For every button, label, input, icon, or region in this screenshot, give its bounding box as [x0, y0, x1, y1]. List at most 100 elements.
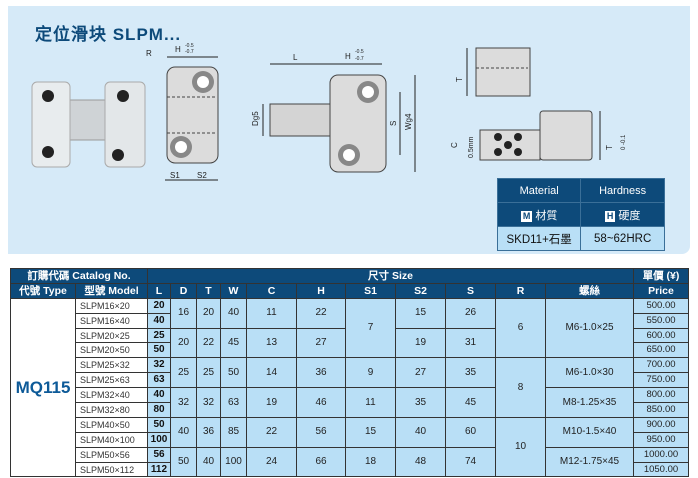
l-cell: 63 [147, 372, 171, 389]
column-header-10: 螺絲 [545, 282, 634, 299]
price-cell: 1050.00 [633, 461, 689, 478]
c-cell: 24 [246, 446, 297, 478]
d-cell: 50 [170, 446, 197, 478]
material-badge: M [520, 210, 533, 222]
drawing-end-views: T T 0 -0.1 C 0.5mm [450, 47, 627, 161]
w-cell: 63 [220, 387, 247, 418]
drawing-side-view: H -0.5 -0.7 R S1 S2 [146, 43, 219, 181]
hardness-value: 58~62HRC [580, 226, 665, 251]
catalog-header: 訂購代碼 Catalog No. [10, 268, 148, 284]
s2-cell: 40 [395, 416, 446, 448]
hardness-badge: H [604, 210, 616, 222]
l-cell: 112 [147, 461, 171, 478]
w-cell: 85 [220, 416, 247, 448]
screw-cell: M10-1.5×40 [545, 416, 634, 448]
column-header-2: T [196, 282, 221, 299]
d-cell: 40 [170, 416, 197, 448]
label-C-offset: 0.5mm [468, 136, 475, 158]
c-cell: 14 [246, 357, 297, 389]
l-cell: 50 [147, 416, 171, 433]
type-code: MQ115 [10, 297, 76, 478]
s2-cell: 15 [395, 297, 446, 329]
column-header-7: S2 [395, 282, 446, 299]
r-cell: 8 [495, 357, 546, 418]
s-cell: 45 [445, 387, 496, 418]
s1-cell: 18 [345, 446, 396, 478]
label-Dg5: Dg5 [251, 111, 260, 126]
t-cell: 20 [196, 297, 221, 329]
model-cell: SLPM20×50 [75, 342, 148, 359]
r-cell: 10 [495, 416, 546, 478]
t-cell: 36 [196, 416, 221, 448]
s-cell: 60 [445, 416, 496, 448]
c-cell: 13 [246, 327, 297, 359]
label-L: L [293, 53, 298, 62]
label-T-end: T [605, 145, 614, 150]
price-cell: 900.00 [633, 416, 689, 433]
price-cell: 500.00 [633, 297, 689, 314]
s-cell: 26 [445, 297, 496, 329]
model-cell: SLPM32×40 [75, 387, 148, 404]
s2-cell: 35 [395, 387, 446, 418]
model-cell: SLPM25×63 [75, 372, 148, 389]
label-T: T [455, 77, 464, 82]
label-C: C [450, 142, 459, 148]
s1-cell: 7 [345, 297, 396, 359]
s2-cell: 48 [395, 446, 446, 478]
model-cell: SLPM50×56 [75, 446, 148, 463]
model-cell: SLPM25×32 [75, 357, 148, 374]
model-cell: SLPM40×50 [75, 416, 148, 433]
w-cell: 100 [220, 446, 247, 478]
w-cell: 45 [220, 327, 247, 359]
s1-cell: 11 [345, 387, 396, 418]
label-H-top-tol-lower: -0.7 [355, 56, 364, 62]
h-cell: 27 [296, 327, 346, 359]
label-H: H [175, 45, 181, 54]
screw-cell: M8-1.25×35 [545, 387, 634, 418]
drawing-top-view: L H -0.5 -0.7 Dg5 S Wg4 [251, 49, 416, 173]
price-cell: 850.00 [633, 402, 689, 418]
d-cell: 16 [170, 297, 197, 329]
product-photo [31, 81, 146, 168]
s1-cell: 15 [345, 416, 396, 448]
label-S2: S2 [197, 171, 207, 180]
column-header-9: R [495, 282, 546, 299]
c-cell: 11 [246, 297, 297, 329]
screw-cell: M12-1.75×45 [545, 446, 634, 478]
t-cell: 40 [196, 446, 221, 478]
l-cell: 32 [147, 357, 171, 374]
h-cell: 46 [296, 387, 346, 418]
label-T-tol: 0 -0.1 [621, 134, 627, 150]
label-H-tol-upper: -0.5 [185, 43, 194, 49]
screw-cell: M6-1.0×25 [545, 297, 634, 359]
c-cell: 19 [246, 387, 297, 418]
h-cell: 56 [296, 416, 346, 448]
price-cell: 1000.00 [633, 446, 689, 463]
price-cell: 550.00 [633, 312, 689, 329]
t-cell: 22 [196, 327, 221, 359]
material-cn-label: 材質 [535, 209, 558, 222]
price-cell: 650.00 [633, 342, 689, 359]
hardness-header: Hardness [580, 178, 665, 203]
t-cell: 32 [196, 387, 221, 418]
model-cell: SLPM50×112 [75, 461, 148, 478]
l-cell: 20 [147, 297, 171, 314]
size-header: 尺寸 Size [147, 268, 634, 284]
r-cell: 6 [495, 297, 546, 359]
l-cell: 40 [147, 312, 171, 329]
label-S1: S1 [170, 171, 180, 180]
price-cell: 950.00 [633, 431, 689, 448]
h-cell: 36 [296, 357, 346, 389]
s-cell: 74 [445, 446, 496, 478]
model-header: 型號 Model [75, 282, 148, 299]
label-Wg4: Wg4 [404, 113, 413, 130]
price-cell: 750.00 [633, 372, 689, 389]
